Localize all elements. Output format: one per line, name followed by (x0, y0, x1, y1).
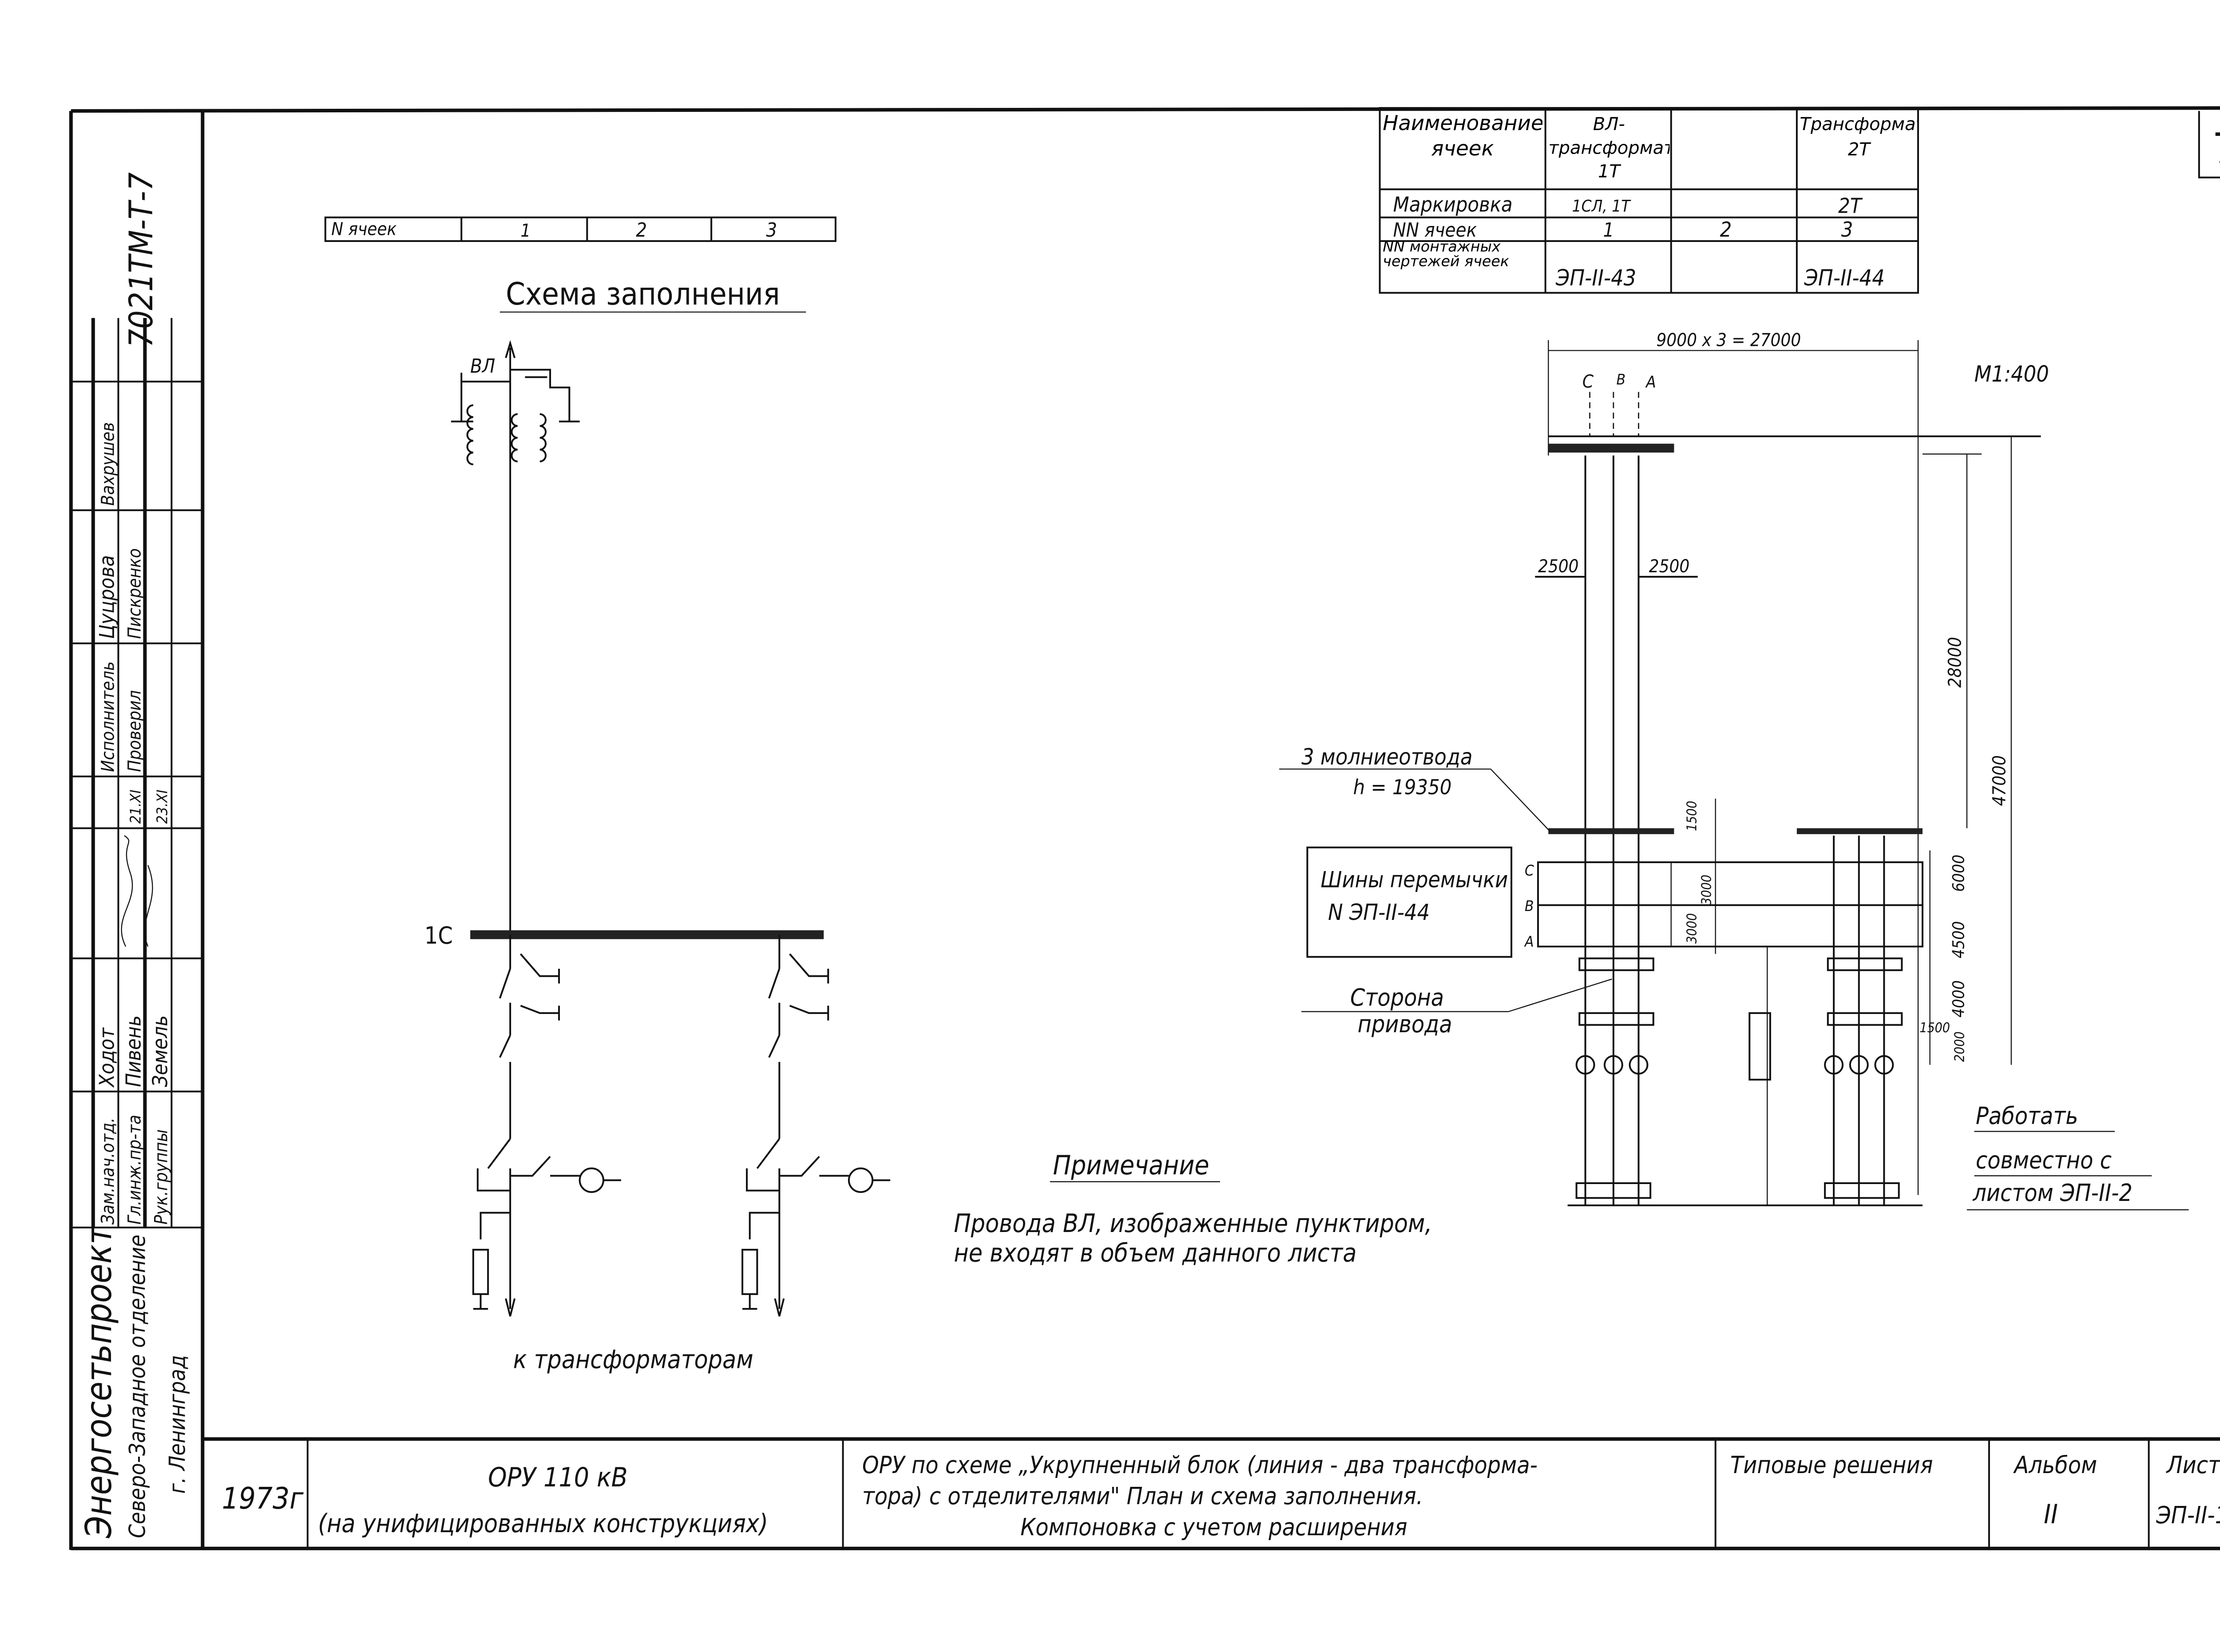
stamp-role: Зам.нач.отд. (98, 1117, 118, 1224)
title-block: 1973г ОРУ 110 кВ (на унифицированных кон… (222, 1439, 2220, 1549)
dim-label: 2500 (1649, 556, 1689, 577)
table-cell: 2Т (1838, 194, 1863, 218)
drive-side-label: Сторона (1350, 984, 1444, 1011)
table-cell: 3 (766, 219, 777, 242)
line-label: ВЛ (470, 355, 495, 377)
phase-label: А (1645, 372, 1656, 392)
stamp-role: Гл.инж.пр-та (124, 1115, 145, 1224)
table-cell: 3 (1841, 218, 1853, 242)
dim-label: 1500 (1684, 801, 1700, 832)
dim-label: 2500 (1538, 556, 1578, 577)
stamp-role: Проверил (124, 690, 145, 772)
lightning-rods-label: 3 молниеотвода (1301, 744, 1472, 770)
drawing-description: тора) с отделителями" План и схема запол… (862, 1482, 1423, 1510)
cell-numbers-table: N ячеек 1 2 3 (324, 216, 836, 242)
dim-label: 9000 x 3 = 27000 (1656, 330, 1801, 351)
cells-table: Наименование ячеек ВЛ-трансформатор 1Т Т… (1379, 107, 1919, 294)
table-row-label: Маркировка (1393, 192, 1513, 216)
note-text: не входят в объем данного листа (954, 1239, 1356, 1268)
table-cell: ЭП-II-44 (1804, 265, 1885, 291)
table-cell: ВЛ-трансформатор 1Т (1548, 114, 1669, 182)
table-cell: 2 (636, 219, 647, 242)
dim-label: 6000 (1949, 855, 1968, 892)
sheet-value: ЭП-II-1 (2156, 1501, 2220, 1529)
phase-label: В (1525, 897, 1534, 915)
table-header: N ячеек (331, 219, 396, 240)
stamp-name: Пивень (121, 1015, 145, 1087)
dim-label: 2000 (1952, 1031, 1967, 1062)
album-label: Альбом (2013, 1451, 2097, 1479)
plan-scale: М1:400 (1974, 361, 2049, 387)
busbar (470, 930, 824, 939)
dim-label: 3000 (1684, 913, 1700, 944)
table-row-label: NN монтажных чертежей ячеек (1383, 241, 1510, 271)
phase-label: В (1617, 371, 1626, 388)
dim-label: 3000 (1699, 875, 1715, 905)
sheet-label: Лист (2166, 1451, 2220, 1479)
stamp-date: 23.XI (153, 789, 170, 824)
table-cell: 1СЛ, 1Т (1572, 196, 1632, 215)
bus-jumpers-ref: N ЭП-II-44 (1328, 899, 1430, 925)
year: 1973г (222, 1481, 304, 1516)
object-name: ОРУ 110 кВ (488, 1462, 628, 1493)
work-with-label: совместно с (1976, 1147, 2112, 1174)
dim-label: 47000 (1990, 755, 2010, 806)
side-code: 7021ТМ-Т-7 (123, 172, 160, 348)
note-text: Провода ВЛ, изображенные пунктиром, (954, 1209, 1432, 1238)
table-cell: 2 (1720, 218, 1732, 242)
sheet-number-box: 7 (2198, 111, 2220, 178)
left-stamp: 7021ТМ-Т-7 Зам.нач.отд. Гл.инж.пр-та Рук… (71, 172, 203, 1538)
table-cell: Трансформатор 2Т (1800, 114, 1918, 160)
table-row-label: Наименование ячеек (1383, 112, 1542, 162)
album-value: II (2044, 1499, 2058, 1530)
table-cell: 1 (1603, 219, 1614, 242)
stamp-name: Цуцрова (95, 555, 119, 639)
stamp-name: Вахрушев (98, 422, 118, 506)
stamp-name: Земель (148, 1015, 172, 1087)
note-title: Примечание (1053, 1150, 1209, 1181)
single-line-diagram: ВЛ 1С к трансформаторам (424, 340, 891, 1374)
sheet-number: 7 (2212, 124, 2220, 172)
dim-label: 4000 (1949, 980, 1968, 1018)
bus-label: 1С (424, 922, 453, 949)
work-with-label: Работать (1976, 1102, 2078, 1130)
lightning-height-label: h = 19350 (1353, 775, 1452, 799)
series-label: Типовые решения (1730, 1451, 1933, 1479)
org-city: г. Ленинград (164, 1355, 190, 1494)
phase-label: С (1582, 372, 1594, 392)
table-row-label: NN ячеек (1393, 219, 1477, 242)
stamp-role: Исполнитель (98, 662, 118, 772)
table-cell: ЭП-II-43 (1555, 265, 1636, 291)
drawing-description: ОРУ по схеме „Укрупненный блок (линия - … (862, 1451, 1538, 1479)
substation-plan: М1:400 9000 x 3 = 27000 С В А 28000 4700… (1279, 330, 2189, 1211)
stamp-name: Ходот (95, 1027, 119, 1088)
to-transformers-label: к трансформаторам (513, 1345, 753, 1374)
phase-label: А (1524, 933, 1534, 950)
work-with-label: листом ЭП-II-2 (1972, 1179, 2133, 1207)
dim-label: 4500 (1949, 921, 1968, 959)
org-dept: Северо-Западное отделение (124, 1235, 150, 1538)
dim-label: 28000 (1945, 637, 1966, 688)
signature (121, 835, 153, 947)
stamp-name: Пискренко (124, 548, 145, 639)
note: Примечание Провода ВЛ, изображенные пунк… (954, 1150, 1432, 1268)
org-name: Энергосетьпроект (78, 1225, 119, 1538)
phase-label: С (1525, 862, 1534, 879)
stamp-role: Рук.группы (151, 1129, 171, 1225)
drive-side-label: привода (1358, 1010, 1452, 1038)
object-subtitle: (на унифицированных конструкциях) (318, 1509, 768, 1538)
dim-label: 1500 (1919, 1020, 1950, 1036)
schema-title: Схема заполнения (506, 276, 780, 312)
table-cell: 1 (520, 221, 531, 241)
drawing-description: Компоновка с учетом расширения (1020, 1513, 1407, 1541)
bus-jumpers-label: Шины перемычки (1320, 867, 1508, 893)
stamp-date: 21.XI (127, 789, 144, 824)
